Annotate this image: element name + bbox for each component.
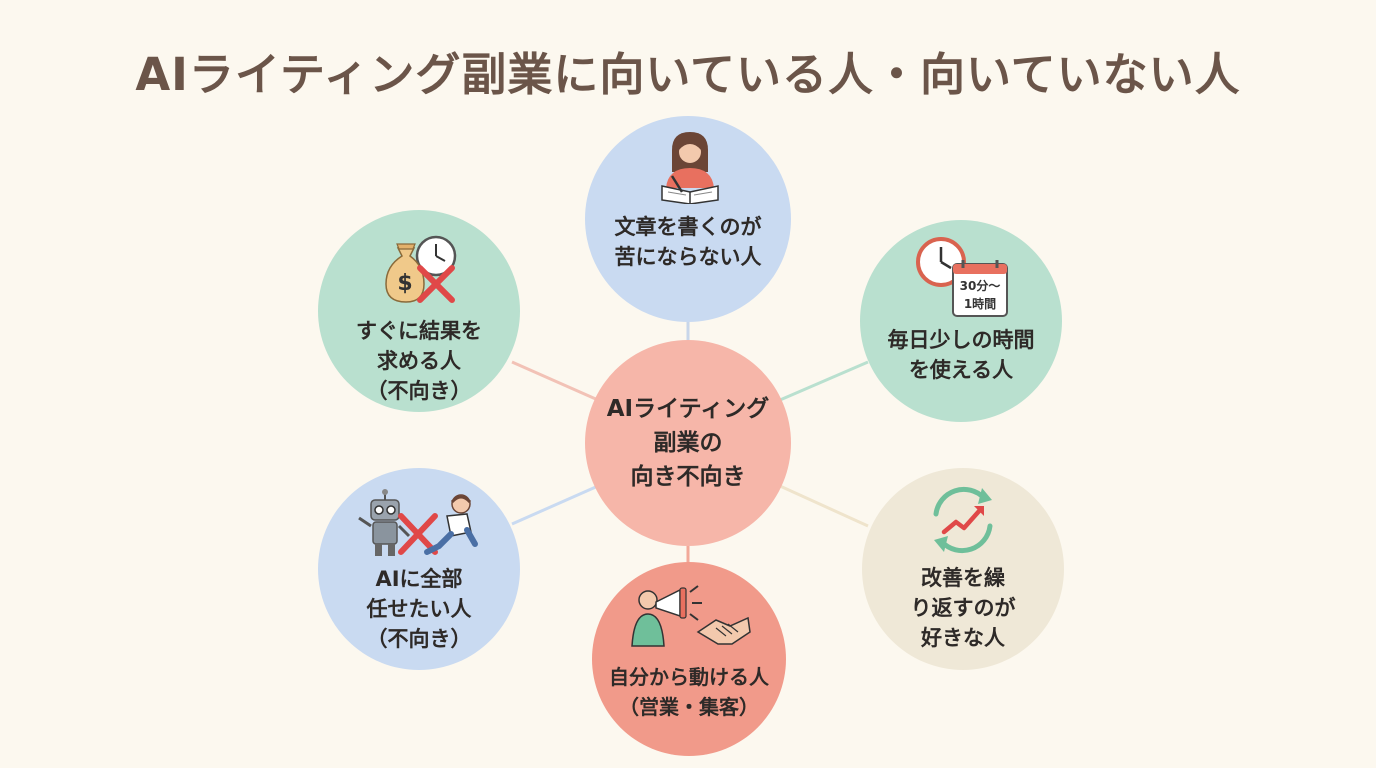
clock-calendar-icon: 30分〜 1時間 — [915, 232, 1009, 318]
node-label: 改善を繰 り返すのが 好きな人 — [910, 566, 1016, 650]
calendar-text-line2: 1時間 — [964, 296, 996, 311]
node-wants-quick-results: $ すぐに結果を 求める人 （不向き） — [318, 210, 520, 412]
node-relies-fully-on-ai: AIに全部 任せたい人 （不向き） — [318, 468, 520, 670]
improvement-cycle-icon — [922, 484, 1004, 556]
center-label: AIライティング 副業の 向き不向き — [606, 396, 770, 490]
connector-bottom-left — [511, 484, 599, 526]
node-label: すぐに結果を 求める人 （不向き） — [356, 319, 482, 403]
connector-top-left — [511, 360, 599, 402]
connector-bottom-right — [779, 484, 869, 528]
center-topic-circle: AIライティング 副業の 向き不向き — [585, 340, 791, 546]
node-label: AIに全部 任せたい人 （不向き） — [366, 567, 472, 651]
megaphone-handshake-icon — [626, 582, 754, 652]
node-enjoys-writing: 文章を書くのが 苦にならない人 — [585, 116, 791, 322]
connector-top-right — [779, 360, 869, 402]
node-uses-daily-time: 30分〜 1時間 毎日少しの時間 を使える人 — [860, 220, 1062, 422]
money-bag-clock-cross-icon: $ — [378, 232, 464, 308]
node-label: 自分から動ける人 （営業・集客） — [609, 665, 769, 719]
node-label: 文章を書くのが 苦にならない人 — [614, 215, 762, 269]
calendar-text-line1: 30分〜 — [960, 278, 1001, 293]
node-label: 毎日少しの時間 を使える人 — [887, 328, 1035, 382]
svg-text:$: $ — [397, 271, 412, 296]
page-title: AIライティング副業に向いている人・向いていない人 — [135, 48, 1241, 101]
person-writing-icon — [658, 128, 722, 204]
node-proactive-sales: 自分から動ける人 （営業・集客） — [592, 562, 786, 756]
robot-cross-lazy-person-icon — [353, 488, 483, 560]
node-enjoys-improvement: 改善を繰 り返すのが 好きな人 — [862, 468, 1064, 670]
